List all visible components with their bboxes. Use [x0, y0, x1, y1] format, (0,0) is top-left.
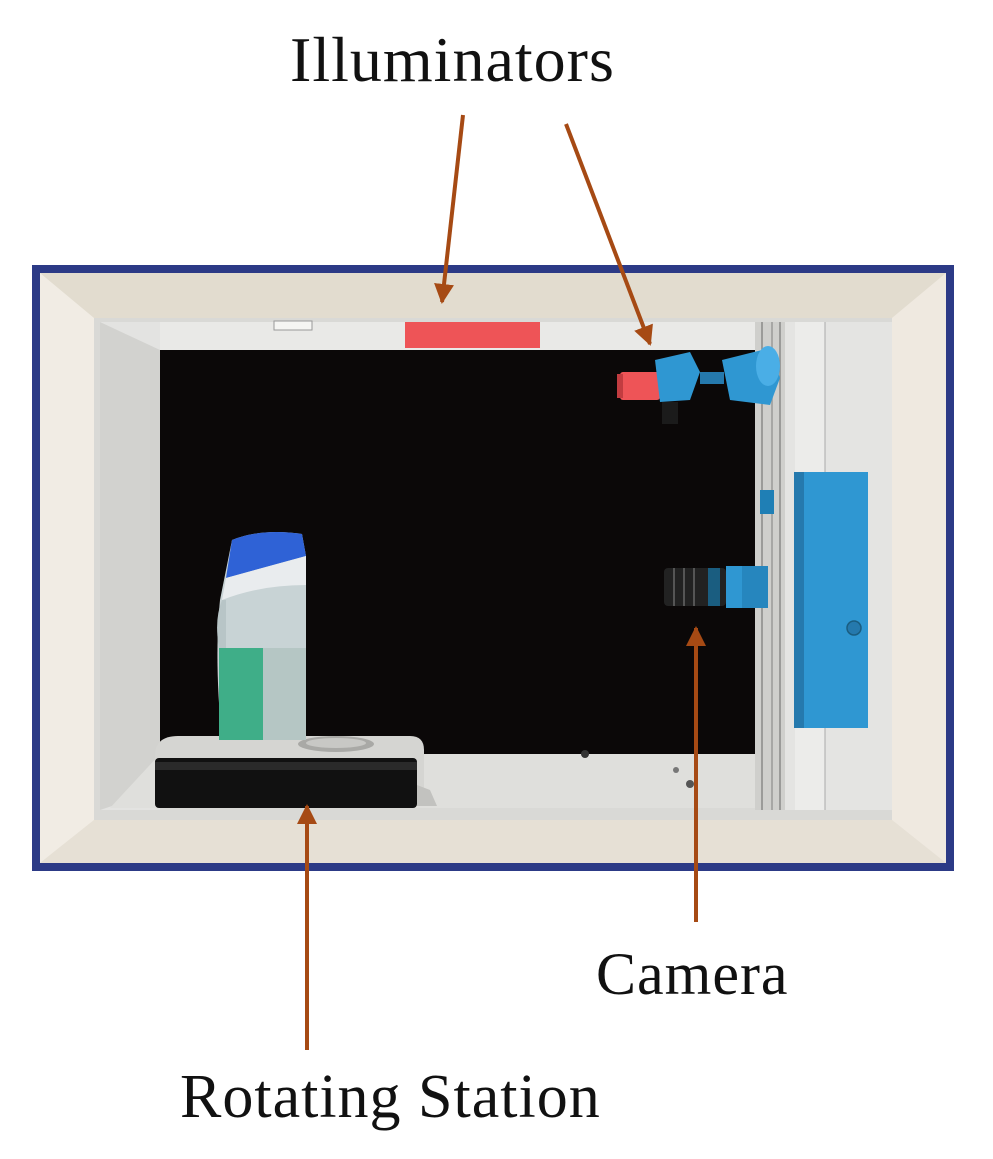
- illuminator-top-icon: [405, 322, 540, 348]
- floor-hole: [686, 780, 694, 788]
- frame-bevel-top: [40, 273, 946, 318]
- bottle-icon: [217, 532, 306, 740]
- arrow-illuminator-top: [434, 114, 465, 304]
- frame-bevel-bottom: [40, 820, 946, 863]
- rail-bracket: [760, 490, 774, 514]
- rotating-station-label: Rotating Station: [180, 1063, 601, 1131]
- floor-hole: [673, 767, 679, 773]
- inner-left-wall-shade: [100, 322, 160, 810]
- frame-bevel-right: [892, 273, 946, 863]
- side-control-panel: [794, 472, 868, 728]
- illuminator-side-icon: [617, 346, 780, 424]
- camera-icon: [664, 566, 768, 608]
- top-latch: [273, 320, 313, 331]
- camera-label: Camera: [596, 941, 789, 1007]
- illuminators-label: Illuminators: [290, 24, 615, 95]
- rotating-station: [155, 736, 437, 808]
- arrow-illuminator-side: [564, 123, 653, 346]
- frame-bevel-left: [40, 273, 94, 863]
- floor-hole: [581, 750, 589, 758]
